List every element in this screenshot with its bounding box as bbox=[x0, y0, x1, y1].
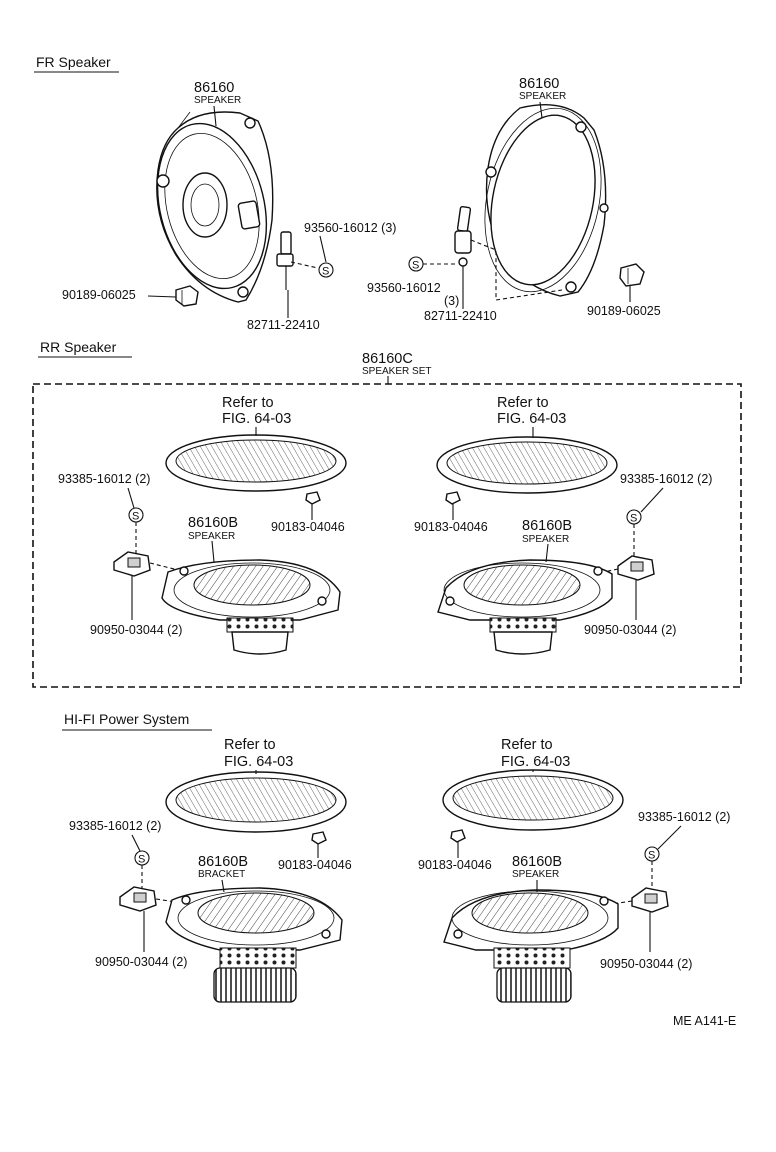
svg-text:S: S bbox=[630, 513, 637, 525]
rr-right-nut-label: 90950-03044 (2) bbox=[584, 623, 676, 637]
rr-left-screw-label: 93385-16012 (2) bbox=[58, 472, 150, 486]
rr-right-speaker-number: 86160B bbox=[522, 518, 572, 534]
hifi-right-nut bbox=[631, 887, 669, 913]
rr-right-speaker-drawing bbox=[437, 559, 613, 655]
figure-code: ME A141-E bbox=[673, 1014, 736, 1028]
fr-left-screw-label: 93560-16012 (3) bbox=[304, 221, 396, 235]
rr-right-grille-clip bbox=[445, 491, 461, 505]
rr-right-nut bbox=[617, 555, 655, 581]
svg-text:S: S bbox=[412, 260, 419, 272]
rr-left-screw-symbol: S bbox=[128, 507, 144, 523]
hifi-right-grille-clip bbox=[450, 829, 466, 843]
rr-left-speaker-drawing bbox=[161, 559, 341, 655]
rr-right-screw-label: 93385-16012 (2) bbox=[620, 472, 712, 486]
hifi-left-screw-label: 93385-16012 (2) bbox=[69, 819, 161, 833]
fr-left-clip-label: 90189-06025 bbox=[62, 288, 136, 302]
fr-left-screw-symbol: S bbox=[318, 262, 334, 278]
section-title-fr: FR Speaker bbox=[36, 54, 111, 70]
fr-left-connector bbox=[276, 231, 294, 290]
hifi-left-grille bbox=[165, 771, 347, 833]
section-rr-header: RR Speaker bbox=[38, 339, 132, 358]
fr-left-connector-label: 82711-22410 bbox=[247, 318, 320, 332]
hifi-right-nut-label: 90950-03044 (2) bbox=[600, 957, 692, 971]
hifi-right-screw-symbol: S bbox=[644, 846, 660, 862]
rr-left-ref-line1: Refer to bbox=[222, 395, 274, 411]
section-hifi-header: HI-FI Power System bbox=[62, 711, 212, 731]
rr-right-screw-symbol: S bbox=[626, 509, 642, 525]
fr-left-clip bbox=[175, 285, 199, 307]
section-title-rr: RR Speaker bbox=[40, 339, 117, 355]
rr-left-speaker-name: SPEAKER bbox=[188, 531, 235, 542]
fr-right-screw-symbol: S bbox=[408, 256, 424, 272]
fr-right-screw-qty: (3) bbox=[444, 294, 459, 308]
fr-right-speaker-assembly: 86160 SPEAKER S 93560-16012 (3) 82711-22… bbox=[367, 76, 661, 323]
fr-right-clip bbox=[619, 263, 645, 287]
rr-speaker-set: 86160C SPEAKER SET Refer to FIG. 64-03 9… bbox=[32, 351, 742, 688]
hifi-right-ref-line1: Refer to bbox=[501, 737, 553, 753]
rr-left-ref-line2: FIG. 64-03 bbox=[222, 411, 291, 427]
hifi-left-ref-line1: Refer to bbox=[224, 737, 276, 753]
hifi-right-speaker-name: SPEAKER bbox=[512, 869, 559, 880]
fr-left-speaker-name: SPEAKER bbox=[194, 95, 241, 106]
fr-left-speaker-drawing bbox=[156, 111, 274, 303]
rr-set-name: SPEAKER SET bbox=[362, 366, 431, 377]
fr-right-connector-label: 82711-22410 bbox=[424, 309, 497, 323]
rr-left-speaker-number: 86160B bbox=[188, 515, 238, 531]
hifi-power-system: Refer to FIG. 64-03 90183-04046 S 93385-… bbox=[69, 737, 730, 1003]
fr-right-clip-label: 90189-06025 bbox=[587, 304, 661, 318]
rr-right-clip-label: 90183-04046 bbox=[414, 520, 488, 534]
svg-text:S: S bbox=[648, 850, 655, 862]
hifi-left-nut bbox=[119, 886, 157, 912]
hifi-left-speaker-number: 86160B bbox=[198, 854, 248, 870]
rr-left-nut-label: 90950-03044 (2) bbox=[90, 623, 182, 637]
svg-text:S: S bbox=[138, 854, 145, 866]
hifi-right-screw-label: 93385-16012 (2) bbox=[638, 810, 730, 824]
fr-left-speaker-number: 86160 bbox=[194, 80, 234, 96]
hifi-left-clip-label: 90183-04046 bbox=[278, 858, 352, 872]
hifi-right-ref-line2: FIG. 64-03 bbox=[501, 754, 570, 770]
rr-right-ref-line2: FIG. 64-03 bbox=[497, 411, 566, 427]
rr-right-ref-line1: Refer to bbox=[497, 395, 549, 411]
section-title-hifi: HI-FI Power System bbox=[64, 711, 189, 727]
hifi-left-speaker-drawing bbox=[165, 887, 343, 1003]
rr-left-clip-label: 90183-04046 bbox=[271, 520, 345, 534]
fr-right-screw-label: 93560-16012 bbox=[367, 281, 441, 295]
fr-right-speaker-drawing bbox=[484, 103, 609, 297]
rr-right-grille bbox=[436, 436, 618, 494]
hifi-left-grille-clip bbox=[311, 831, 327, 845]
rr-right-speaker-name: SPEAKER bbox=[522, 534, 569, 545]
hifi-right-clip-label: 90183-04046 bbox=[418, 858, 492, 872]
rr-set-number: 86160C bbox=[362, 351, 413, 367]
rr-left-nut bbox=[113, 551, 151, 577]
hifi-right-speaker-number: 86160B bbox=[512, 854, 562, 870]
svg-text:S: S bbox=[132, 511, 139, 523]
fr-left-speaker-assembly: 86160 SPEAKER S 93560-16012 (3) 82711-22… bbox=[62, 80, 396, 332]
hifi-left-ref-line2: FIG. 64-03 bbox=[224, 754, 293, 770]
fr-right-connector bbox=[454, 205, 472, 267]
svg-text:S: S bbox=[322, 266, 329, 278]
hifi-left-speaker-name: BRACKET bbox=[198, 869, 245, 880]
hifi-right-speaker-drawing bbox=[443, 889, 619, 1003]
fr-right-speaker-number: 86160 bbox=[519, 76, 559, 92]
hifi-right-grille bbox=[442, 769, 624, 831]
rr-left-grille bbox=[165, 434, 347, 492]
fr-right-speaker-name: SPEAKER bbox=[519, 91, 566, 102]
section-fr-header: FR Speaker bbox=[34, 54, 119, 73]
rr-left-grille-clip bbox=[305, 491, 321, 505]
hifi-left-nut-label: 90950-03044 (2) bbox=[95, 955, 187, 969]
hifi-left-screw-symbol: S bbox=[134, 850, 150, 866]
rr-speaker-set-boundary bbox=[32, 383, 742, 688]
